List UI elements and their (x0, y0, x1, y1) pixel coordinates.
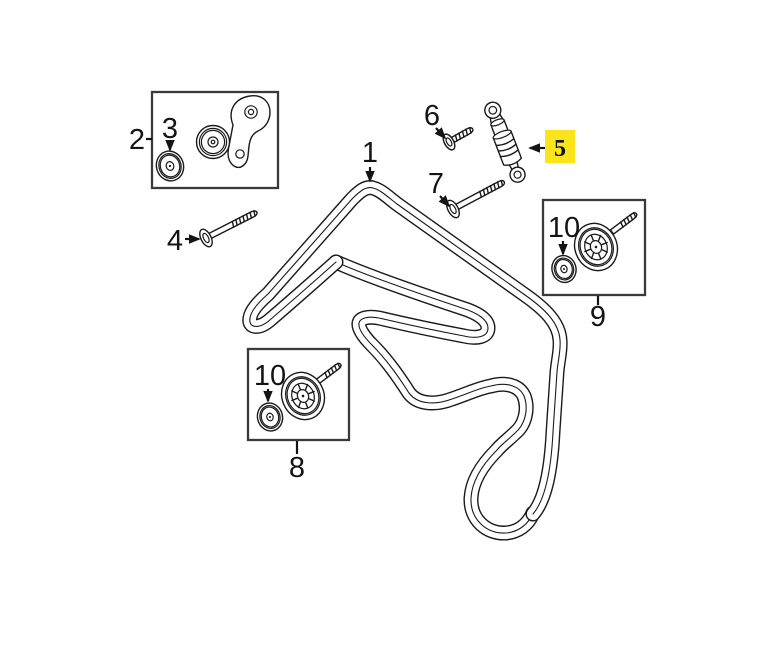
belt-middle-run-rib (335, 261, 534, 534)
pulley9-center-dot (594, 245, 598, 249)
callout-label-4[interactable]: 4 (167, 225, 183, 257)
callout-7: 7 (428, 168, 451, 208)
bolt6-head (445, 137, 453, 147)
pulley8-body (280, 371, 326, 421)
callout-label-5[interactable]: 5 (554, 136, 566, 162)
callout-label-7[interactable]: 7 (428, 168, 444, 200)
callout-10b: 10 (548, 212, 580, 256)
tensioner-assembly-part-2[interactable] (195, 95, 271, 169)
bolt-part-4[interactable] (197, 204, 261, 249)
callout-6-arrow (434, 127, 447, 140)
bolt-part-6[interactable] (441, 121, 477, 151)
cap10a-center-dot (269, 416, 271, 418)
bracket-lower-hole (235, 149, 245, 159)
pulley9-bolt-threads (619, 211, 637, 228)
callout-10a: 10 (254, 360, 286, 403)
bolt4-threads (231, 210, 256, 228)
callout-label-1[interactable]: 1 (362, 137, 378, 169)
damper-cap-top (490, 118, 505, 127)
damper-body-top (492, 129, 512, 140)
idler-pulley-part-8[interactable] (254, 362, 342, 434)
belt-tensioner-damper-part-5[interactable] (481, 99, 529, 185)
pulley8-spokes (291, 383, 315, 409)
callout-3: 3 (162, 113, 178, 152)
pulley8-bolt-threads (324, 362, 341, 379)
pulley9-spokes (584, 234, 608, 260)
damper-top-eyelet-hole (488, 105, 498, 115)
callout-label-3[interactable]: 3 (162, 113, 178, 145)
callout-9: 9 (590, 296, 606, 333)
serpentine-belt-part-1[interactable] (242, 180, 568, 541)
pulley9-bolt (609, 211, 638, 235)
callout-8: 8 (289, 441, 305, 484)
callout-label-10b[interactable]: 10 (548, 212, 580, 244)
pulley9-body (573, 222, 619, 272)
idler-pulley-part-9[interactable] (549, 211, 638, 285)
cap10b-center-dot (563, 268, 565, 270)
pulley8-bolt (314, 362, 342, 385)
callout-label-6[interactable]: 6 (424, 100, 440, 132)
belt-outline-rib (249, 187, 561, 515)
tensioner-pulley-center (210, 139, 216, 145)
belt-middle-run-face (329, 255, 540, 540)
callout-5-highlight: 5 (528, 130, 575, 163)
part-group-box-9 (541, 198, 647, 297)
bolt7-threads (479, 179, 504, 199)
callout-2: 2 (129, 124, 152, 156)
callout-label-2[interactable]: 2 (129, 124, 145, 156)
highlight-box-5[interactable] (545, 130, 575, 163)
callout-label-9[interactable]: 9 (590, 301, 606, 333)
callout-1: 1 (362, 137, 378, 183)
damper-bottom-eyelet-hole (513, 170, 522, 179)
cap10b-body (551, 254, 577, 284)
pulley8-bolt-shaft (314, 362, 342, 385)
callout-label-10a[interactable]: 10 (254, 360, 286, 392)
pulley9-bolt-shaft (609, 212, 638, 235)
bolt6-threads (454, 126, 472, 142)
bolt-part-7[interactable] (444, 173, 509, 219)
bracket-boss-hole-inner (247, 108, 255, 116)
part3-center-dot (168, 164, 172, 168)
cap10a-body (256, 402, 284, 432)
part-group-box-8 (246, 347, 351, 442)
damper-ribs (495, 137, 519, 158)
tensioner-pulley-part-3[interactable] (153, 148, 188, 185)
pulley8-center-dot (301, 394, 305, 398)
bolt4-head (202, 232, 210, 244)
callout-label-8[interactable]: 8 (289, 452, 305, 484)
callout-4: 4 (167, 225, 201, 257)
callout-7-arrow (438, 195, 451, 208)
callout-6: 6 (424, 100, 447, 140)
bolt7-head (449, 203, 457, 215)
